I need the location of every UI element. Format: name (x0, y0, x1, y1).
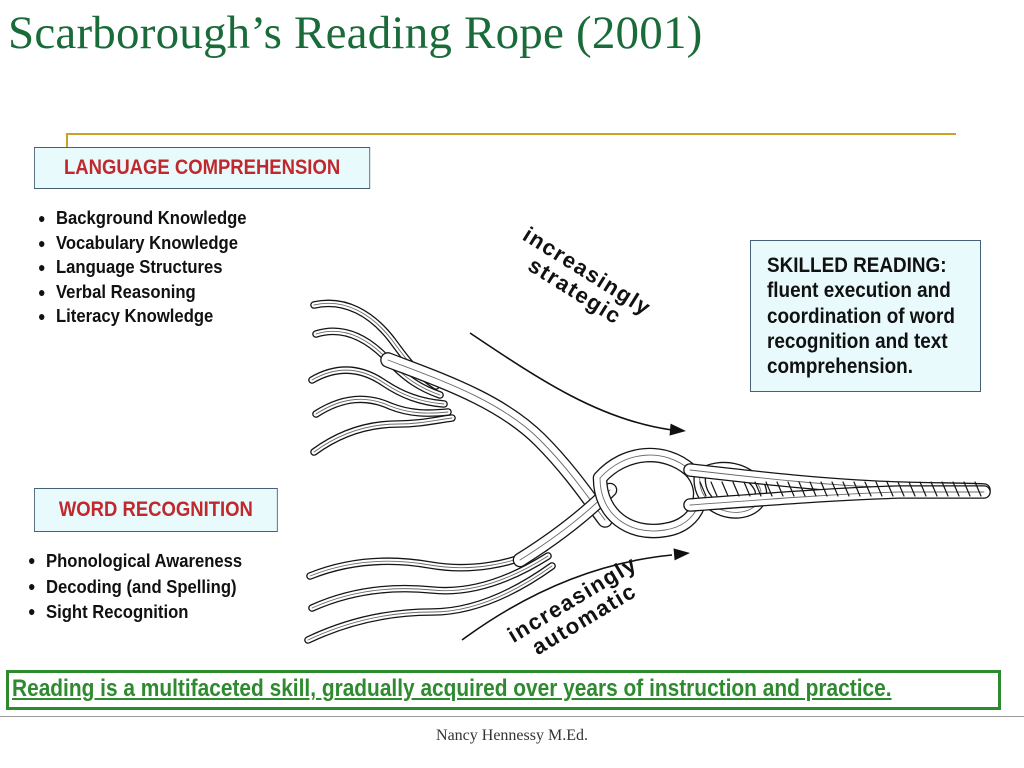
braid-twist-mark (941, 481, 949, 497)
list-item: Verbal Reasoning (38, 280, 247, 305)
upper-strand-3-texture (315, 398, 449, 415)
braid-twist-mark (930, 481, 938, 497)
language-comprehension-list: Background Knowledge Vocabulary Knowledg… (38, 206, 247, 329)
lower-strand-0-texture (309, 547, 546, 577)
caption-frame (6, 670, 1001, 710)
braid-twist-mark (853, 481, 861, 497)
upper-strand-1-fill (313, 328, 443, 398)
braid-twist-mark (886, 481, 894, 497)
upper-strand-4-texture (313, 417, 453, 453)
skilled-reading-line: fluent execution and (767, 279, 951, 303)
braid-twist-mark (809, 481, 817, 497)
automatic-arrow-shaft (461, 554, 673, 641)
strategic-arrow-shaft (469, 332, 673, 431)
gold-divider (66, 133, 956, 135)
lower-strand-1-texture (311, 555, 549, 609)
skilled-reading-line: SKILLED READING: (767, 254, 947, 277)
footer-divider (0, 716, 1024, 717)
footer-author: Nancy Hennessy M.Ed. (436, 727, 588, 744)
braid-twist-mark (952, 481, 960, 497)
language-comprehension-heading: LANGUAGE COMPREHENSION (34, 147, 371, 189)
slide-title: Scarborough’s Reading Rope (2001) (8, 7, 703, 59)
skilled-reading-line: coordination of word (767, 304, 955, 328)
list-item: Literacy Knowledge (38, 304, 247, 329)
gold-divider-tick (66, 133, 68, 149)
word-recognition-list: Phonological Awareness Decoding (and Spe… (28, 548, 242, 625)
caption-text: Reading is a multifaceted skill, gradual… (12, 675, 892, 702)
list-item: Language Structures (38, 255, 247, 280)
strategic-arrow-head (669, 423, 686, 436)
list-item: Phonological Awareness (28, 548, 242, 574)
braid-twist-mark (820, 481, 828, 497)
braid-twist-mark (908, 481, 916, 497)
braid-twist-mark (798, 481, 806, 497)
list-item: Decoding (and Spelling) (28, 574, 242, 600)
braid-twist-mark (776, 481, 784, 497)
skilled-reading-box: SKILLED READING: fluent execution and co… (750, 240, 981, 392)
braid-twist-mark (963, 481, 971, 497)
braid-twist-mark (721, 481, 729, 497)
braid-twist-mark (842, 481, 850, 497)
list-item: Vocabulary Knowledge (38, 231, 247, 256)
braid-twist-mark (743, 481, 751, 497)
braid-twist-mark (787, 481, 795, 497)
braid-twist-mark (710, 481, 718, 497)
skilled-reading-line: comprehension. (767, 355, 913, 379)
lower-strand-2-texture (307, 565, 553, 641)
braid-twist-mark (897, 481, 905, 497)
braid-twist-mark (765, 481, 773, 497)
automatic-arrow-head (673, 548, 690, 561)
skilled-reading-line: recognition and text (767, 329, 948, 353)
braid-twist-mark (875, 481, 883, 497)
braid-twist-mark (732, 481, 740, 497)
braid-twist-mark (919, 481, 927, 497)
braid-twist-mark (699, 481, 707, 497)
braid-twist-mark (864, 481, 872, 497)
list-item: Background Knowledge (38, 206, 247, 231)
braid-twist-mark (831, 481, 839, 497)
braid-twist-mark (974, 481, 982, 497)
word-recognition-heading: WORD RECOGNITION (34, 488, 278, 532)
upper-rope-texture (387, 359, 606, 521)
braid-twist-mark (754, 481, 762, 497)
list-item: Sight Recognition (28, 599, 242, 625)
braid-bottom-texture (689, 491, 985, 506)
upper-strand-2-texture (311, 369, 445, 405)
